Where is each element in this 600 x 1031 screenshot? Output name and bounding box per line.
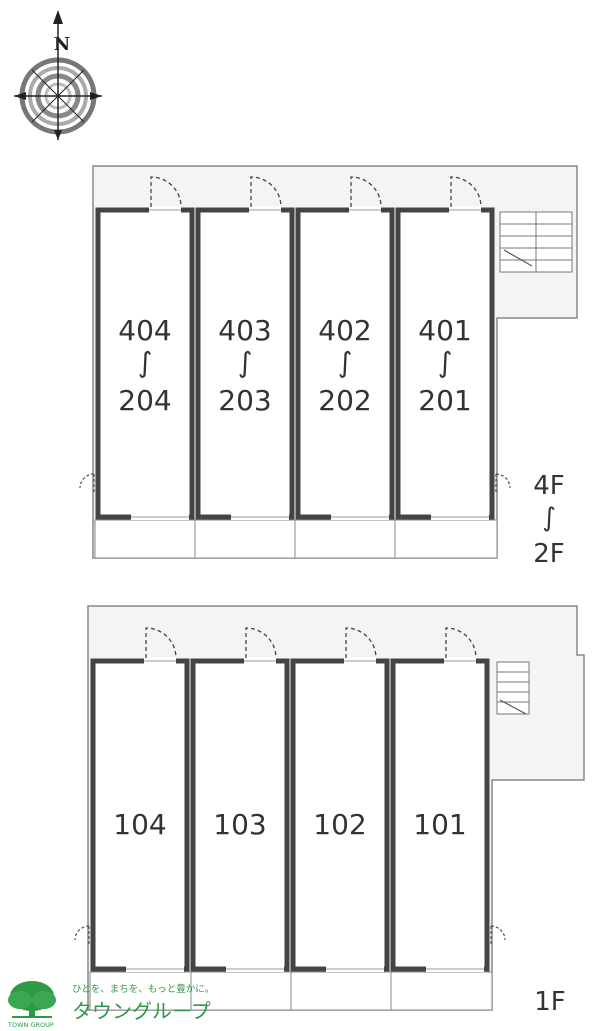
unit-number-top: 401 (418, 314, 471, 347)
door-swing-icon (145, 627, 177, 659)
unit-number: 103 (213, 808, 266, 841)
lower-block: 104 103 102 101 (74, 605, 585, 1011)
unit-number-mid: ∫ (138, 346, 153, 379)
unit-number-top: 403 (218, 314, 271, 347)
compass-icon: N (14, 10, 102, 140)
door-swing-icon (150, 176, 182, 208)
unit-number-mid: ∫ (338, 346, 353, 379)
door-swing-icon (350, 176, 382, 208)
door-swing-icon (450, 176, 482, 208)
unit-number-mid: ∫ (438, 346, 453, 379)
unit-room: 401∫ 201 (395, 176, 495, 520)
unit-number: 102 (313, 808, 366, 841)
floor-label-tilde: ∫ (542, 503, 556, 533)
unit-number-top: 404 (118, 314, 171, 347)
unit-number-bottom: 203 (218, 384, 271, 417)
unit-number: 104 (113, 808, 166, 841)
door-swing-icon (345, 627, 377, 659)
tree-logo-icon (8, 981, 56, 1018)
stair-icon (499, 211, 573, 273)
unit-number: 101 (413, 808, 466, 841)
floor-label-2f: 2F (533, 539, 565, 569)
door-swing-icon (250, 176, 282, 208)
brand-name: タウングループ (72, 999, 211, 1023)
unit-room: 101 (390, 627, 490, 972)
unit-number-top: 402 (318, 314, 371, 347)
brand-logo: TOWN GROUP ひとを、まちを、もっと豊かに。 タウングループ (7, 981, 214, 1029)
unit-room: 404∫ 204 (95, 176, 195, 520)
floor-label-1f: 1F (534, 987, 566, 1017)
unit-room: 403∫ 203 (195, 176, 295, 520)
unit-room: 402∫ 202 (295, 176, 395, 520)
stair-icon (496, 661, 530, 715)
unit-number-bottom: 204 (118, 384, 171, 417)
door-swing-icon (445, 627, 477, 659)
unit-room: 104 (90, 627, 190, 972)
north-label: N (54, 34, 70, 55)
unit-number-mid: ∫ (238, 346, 253, 379)
floor-label-4f: 4F (533, 471, 565, 501)
unit-room: 102 (290, 627, 390, 972)
brand-small-text: TOWN GROUP (7, 1021, 54, 1029)
door-swing-icon (245, 627, 277, 659)
unit-room: 103 (190, 627, 290, 972)
brand-tagline: ひとを、まちを、もっと豊かに。 (72, 983, 214, 995)
unit-number-bottom: 201 (418, 384, 471, 417)
unit-number-bottom: 202 (318, 384, 371, 417)
